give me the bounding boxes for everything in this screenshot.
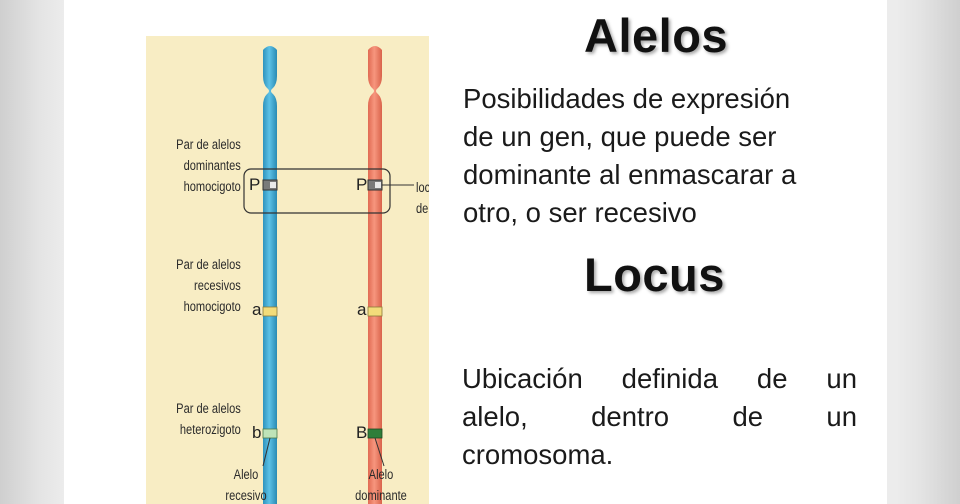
heading-locus: Locus <box>584 248 725 301</box>
alelos-definition: Posibilidades de expresión de un gen, qu… <box>463 80 863 232</box>
locus-band-right-bottom <box>367 428 383 439</box>
chromosome-diagram: Par de alelos dominantes homocigoto Par … <box>146 36 429 504</box>
dominant-pointer-line <box>374 437 385 467</box>
chromosome-right <box>368 46 382 504</box>
locus-line: alelo, dentro de un <box>462 401 857 432</box>
alelos-line: Posibilidades de expresión <box>463 83 791 114</box>
alelos-line: de un gen, que puede ser <box>463 121 777 152</box>
locus-band-highlight <box>270 182 276 188</box>
locus-definition: Ubicación definida de un alelo, dentro d… <box>462 360 857 474</box>
chromosome-pair-svg <box>243 46 414 504</box>
alelos-line: otro, o ser recesivo <box>463 197 697 228</box>
alelos-line: dominante al enmascarar a <box>463 159 797 190</box>
locus-box <box>243 168 391 214</box>
allele-letter-left-mid: a <box>252 300 262 319</box>
allele-letter-left-top: P <box>249 175 261 194</box>
allele-letter-right-top: P <box>356 175 368 194</box>
label-locus: locus de un gen <box>416 180 429 216</box>
label-hetero-pair: Par de alelos heterozigoto <box>176 401 241 437</box>
locus-band-highlight <box>375 182 381 188</box>
recessive-pointer-line <box>262 437 271 467</box>
heading-alelos: Alelos <box>584 9 729 62</box>
slide: Par de alelos dominantes homocigoto Par … <box>64 0 887 504</box>
allele-letter-right-bottom: B <box>356 423 368 442</box>
locus-line: Ubicación definida de un <box>462 363 857 394</box>
chromosome-left <box>263 46 277 504</box>
label-dominant-pair: Par de alelos dominantes homocigoto <box>176 137 241 194</box>
locus-band-left-mid <box>262 306 278 317</box>
label-recessive-allele: Alelo recesivo <box>225 467 267 503</box>
label-dominant-allele: Alelo dominante <box>355 467 407 503</box>
allele-letter-right-mid: a <box>357 300 367 319</box>
locus-line: cromosoma. <box>462 439 614 470</box>
label-recessive-pair: Par de alelos recesivos homocigoto <box>176 257 241 314</box>
allele-letter-left-bottom: b <box>252 423 262 442</box>
locus-band-left-bottom <box>262 428 278 439</box>
locus-band-right-mid <box>367 306 383 317</box>
